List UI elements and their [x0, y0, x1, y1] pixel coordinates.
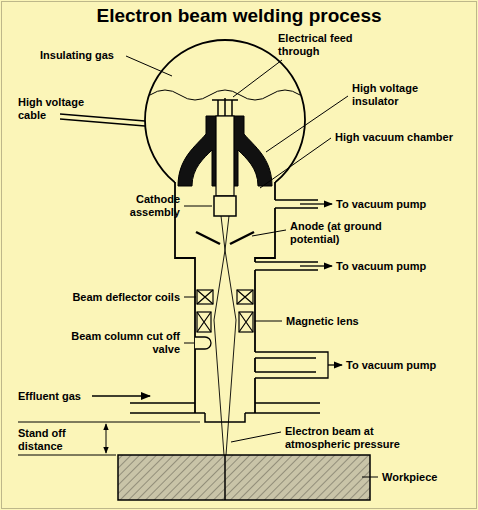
- drawing-part: [300, 265, 332, 266]
- feed-through: [212, 98, 238, 116]
- drawing-part: [275, 207, 318, 208]
- weld-joint: [224, 455, 226, 500]
- insulating-sphere: [145, 40, 305, 200]
- cathode: [214, 196, 236, 216]
- drawing-part: [237, 290, 253, 304]
- drawing-part: [196, 232, 220, 244]
- cut-off-valve: [195, 337, 211, 349]
- part-label: Magnetic lens: [286, 315, 406, 328]
- pump-port: [255, 262, 332, 270]
- part-label: Beam deflector coils: [40, 291, 180, 304]
- drawing-part: [266, 96, 348, 152]
- drawing-part: [184, 206, 212, 207]
- drawing-part: [18, 455, 116, 456]
- drawing-part: [255, 402, 320, 404]
- drawing-part: [18, 422, 200, 423]
- part-label: Cathode assembly: [90, 193, 180, 219]
- drawing-part: [328, 364, 342, 365]
- part-label: Beam column cut off valve: [60, 330, 180, 356]
- insulator-core: [216, 116, 234, 196]
- effluent-plates: [92, 396, 320, 422]
- drawing-part: [205, 413, 245, 422]
- drawing-part: [245, 412, 320, 414]
- drawing-part: [92, 395, 150, 397]
- drawing-part: [197, 312, 211, 332]
- anode: [196, 232, 254, 244]
- part-label: High vacuum chamber: [335, 131, 475, 144]
- drawing-part: [255, 357, 316, 358]
- part-label: Anode (at ground potential): [290, 220, 430, 246]
- drawing-part: [255, 269, 318, 270]
- drawing-part: [197, 290, 213, 304]
- drawing-part: [184, 343, 194, 344]
- drawing-part: [322, 352, 328, 378]
- part-label: To vacuum pump: [346, 359, 471, 372]
- drawing-part: [254, 270, 256, 352]
- drawing-part: [197, 290, 213, 304]
- deflector-coils: [197, 290, 253, 304]
- drawing-part: [217, 100, 219, 116]
- high-voltage-cable: [60, 114, 145, 126]
- drawing-part: [255, 261, 318, 262]
- drawing-part: [274, 182, 276, 200]
- part-label: Insulating gas: [40, 49, 140, 62]
- drawing-part: [130, 412, 205, 414]
- drawing-part: [260, 138, 331, 188]
- part-label: Electrical feed through: [278, 32, 363, 58]
- part-label: High voltage cable: [18, 96, 98, 122]
- drawing-part: [255, 321, 282, 322]
- drawing-part: [255, 351, 322, 352]
- electron-beam: [214, 216, 236, 455]
- magnetic-lens: [197, 312, 253, 332]
- drawing-part: [237, 290, 253, 304]
- drawing-part: [362, 477, 378, 478]
- drawing-part: [275, 199, 318, 200]
- drawing-part: [184, 297, 196, 298]
- drawing-part: [60, 119, 145, 126]
- drawing-part: [224, 98, 226, 116]
- drawing-part: [126, 56, 172, 76]
- part-label: To vacuum pump: [336, 198, 466, 211]
- part-label: To vacuum pump: [336, 260, 466, 273]
- drawing-part: [214, 216, 225, 455]
- part-label: Effluent gas: [18, 390, 93, 403]
- drawing-part: [255, 371, 316, 372]
- drawing-part: [225, 216, 236, 455]
- part-label: Stand off distance: [18, 427, 98, 453]
- drawing-part: [254, 378, 256, 413]
- part-label: High voltage insulator: [352, 82, 462, 108]
- workpiece: [118, 455, 370, 500]
- stand-off-dimension: [18, 422, 200, 455]
- drawing-part: [106, 424, 107, 453]
- drawing-part: [300, 203, 332, 204]
- pump-port: [255, 352, 342, 378]
- part-label: Workpiece: [382, 471, 472, 484]
- drawing-part: [231, 432, 281, 442]
- diagram-title: Electron beam welding process: [0, 5, 478, 27]
- drawing-part: [255, 377, 322, 378]
- part-label: Electron beam at atmospheric pressure: [285, 425, 410, 451]
- drawing-part: [254, 358, 256, 372]
- drawing-part: [233, 60, 282, 97]
- drawing-part: [230, 232, 254, 244]
- drawing-part: [239, 312, 253, 332]
- pump-port: [275, 200, 332, 208]
- drawing-part: [231, 100, 233, 116]
- drawing-part: [239, 312, 253, 332]
- drawing-part: [130, 402, 195, 404]
- drawing-part: [197, 312, 211, 332]
- drawing-part: [252, 230, 286, 236]
